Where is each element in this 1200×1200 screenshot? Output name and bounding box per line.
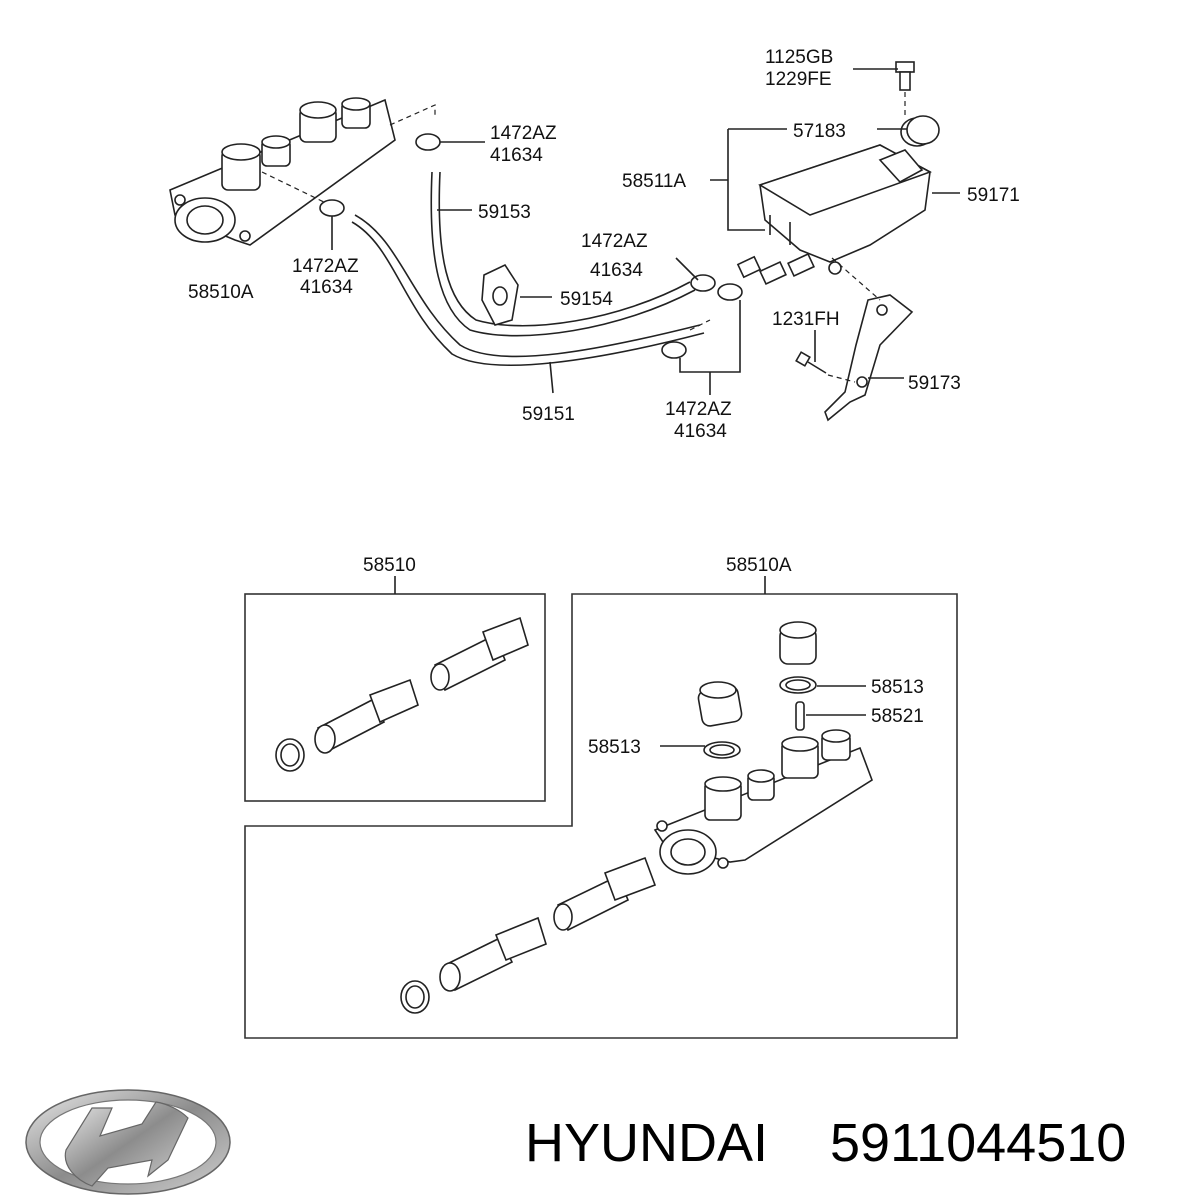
label-hose-lower: 59151 — [522, 404, 575, 425]
label-bracket: 59173 — [908, 373, 961, 394]
hose-clip — [481, 263, 519, 326]
labels-upper: 1125GB 1229FE 57183 58511A 59171 1472AZ … — [188, 47, 1020, 442]
label-kit-left: 58510 — [363, 555, 416, 576]
label-bolt-top-2: 1229FE — [765, 69, 832, 90]
bolt-top-part — [895, 61, 915, 118]
label-clamp-mid-1: 1472AZ — [581, 231, 648, 252]
bracket-59173 — [795, 257, 914, 422]
hoses — [351, 171, 711, 366]
label-cap: 57183 — [793, 121, 846, 142]
label-clip: 59154 — [560, 289, 613, 310]
reservoir-outlets — [736, 252, 815, 286]
label-bolt-bracket: 1231FH — [772, 309, 840, 330]
clamps — [319, 133, 743, 359]
label-reservoir: 59171 — [967, 185, 1020, 206]
label-hose-upper: 59153 — [478, 202, 531, 223]
labels-lower: 58510 58510A 58513 58521 58513 — [363, 555, 924, 758]
label-clamp-mid-2: 41634 — [590, 260, 643, 281]
label-clamp-bottom-1: 1472AZ — [665, 399, 732, 420]
label-clamp-top-1: 1472AZ — [490, 123, 557, 144]
part-number: 5911044510 — [830, 1113, 1126, 1173]
label-clamp-bottom-2: 41634 — [674, 421, 727, 442]
label-reservoir-assy: 58511A — [622, 171, 686, 192]
brand-name: HYUNDAI — [525, 1113, 768, 1173]
label-master-cyl-top: 58510A — [188, 282, 254, 303]
reservoir-cap — [906, 115, 940, 145]
label-clamp-left-1: 1472AZ — [292, 256, 359, 277]
label-clamp-top-2: 41634 — [490, 145, 543, 166]
kit-right-parts — [400, 621, 873, 1014]
kit-left-parts — [275, 616, 529, 772]
bracket-bolt — [795, 351, 856, 383]
label-clamp-left-2: 41634 — [300, 277, 353, 298]
label-pin: 58521 — [871, 706, 924, 727]
label-kit-right: 58510A — [726, 555, 792, 576]
label-seal-upper: 58513 — [871, 677, 924, 698]
leader-lines-upper — [331, 68, 960, 395]
leader-lines-lower — [660, 685, 866, 747]
label-seal-lower: 58513 — [588, 737, 641, 758]
reservoir-tank — [758, 117, 934, 275]
hyundai-logo-icon — [25, 1089, 231, 1195]
kit-frames — [244, 576, 958, 1039]
label-bolt-top-1: 1125GB — [765, 47, 833, 68]
master-cylinder-top — [169, 97, 436, 246]
